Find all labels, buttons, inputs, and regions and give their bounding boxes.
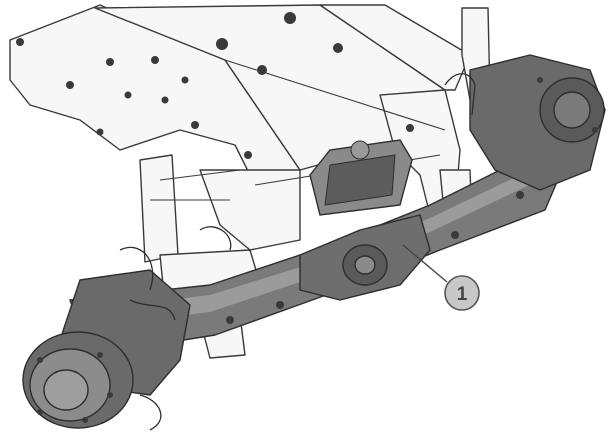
suspension-linkage xyxy=(119,73,476,431)
callout-circle xyxy=(444,275,480,311)
control-unit xyxy=(309,139,413,216)
callout-leader-line xyxy=(402,244,448,283)
left-wheel-hub xyxy=(22,331,134,429)
frame-fasteners xyxy=(16,12,414,159)
callout-1: 1 xyxy=(402,244,480,311)
axle-bolts xyxy=(226,77,598,324)
callout-number: 1 xyxy=(457,284,468,305)
chassis-frame xyxy=(9,4,491,359)
